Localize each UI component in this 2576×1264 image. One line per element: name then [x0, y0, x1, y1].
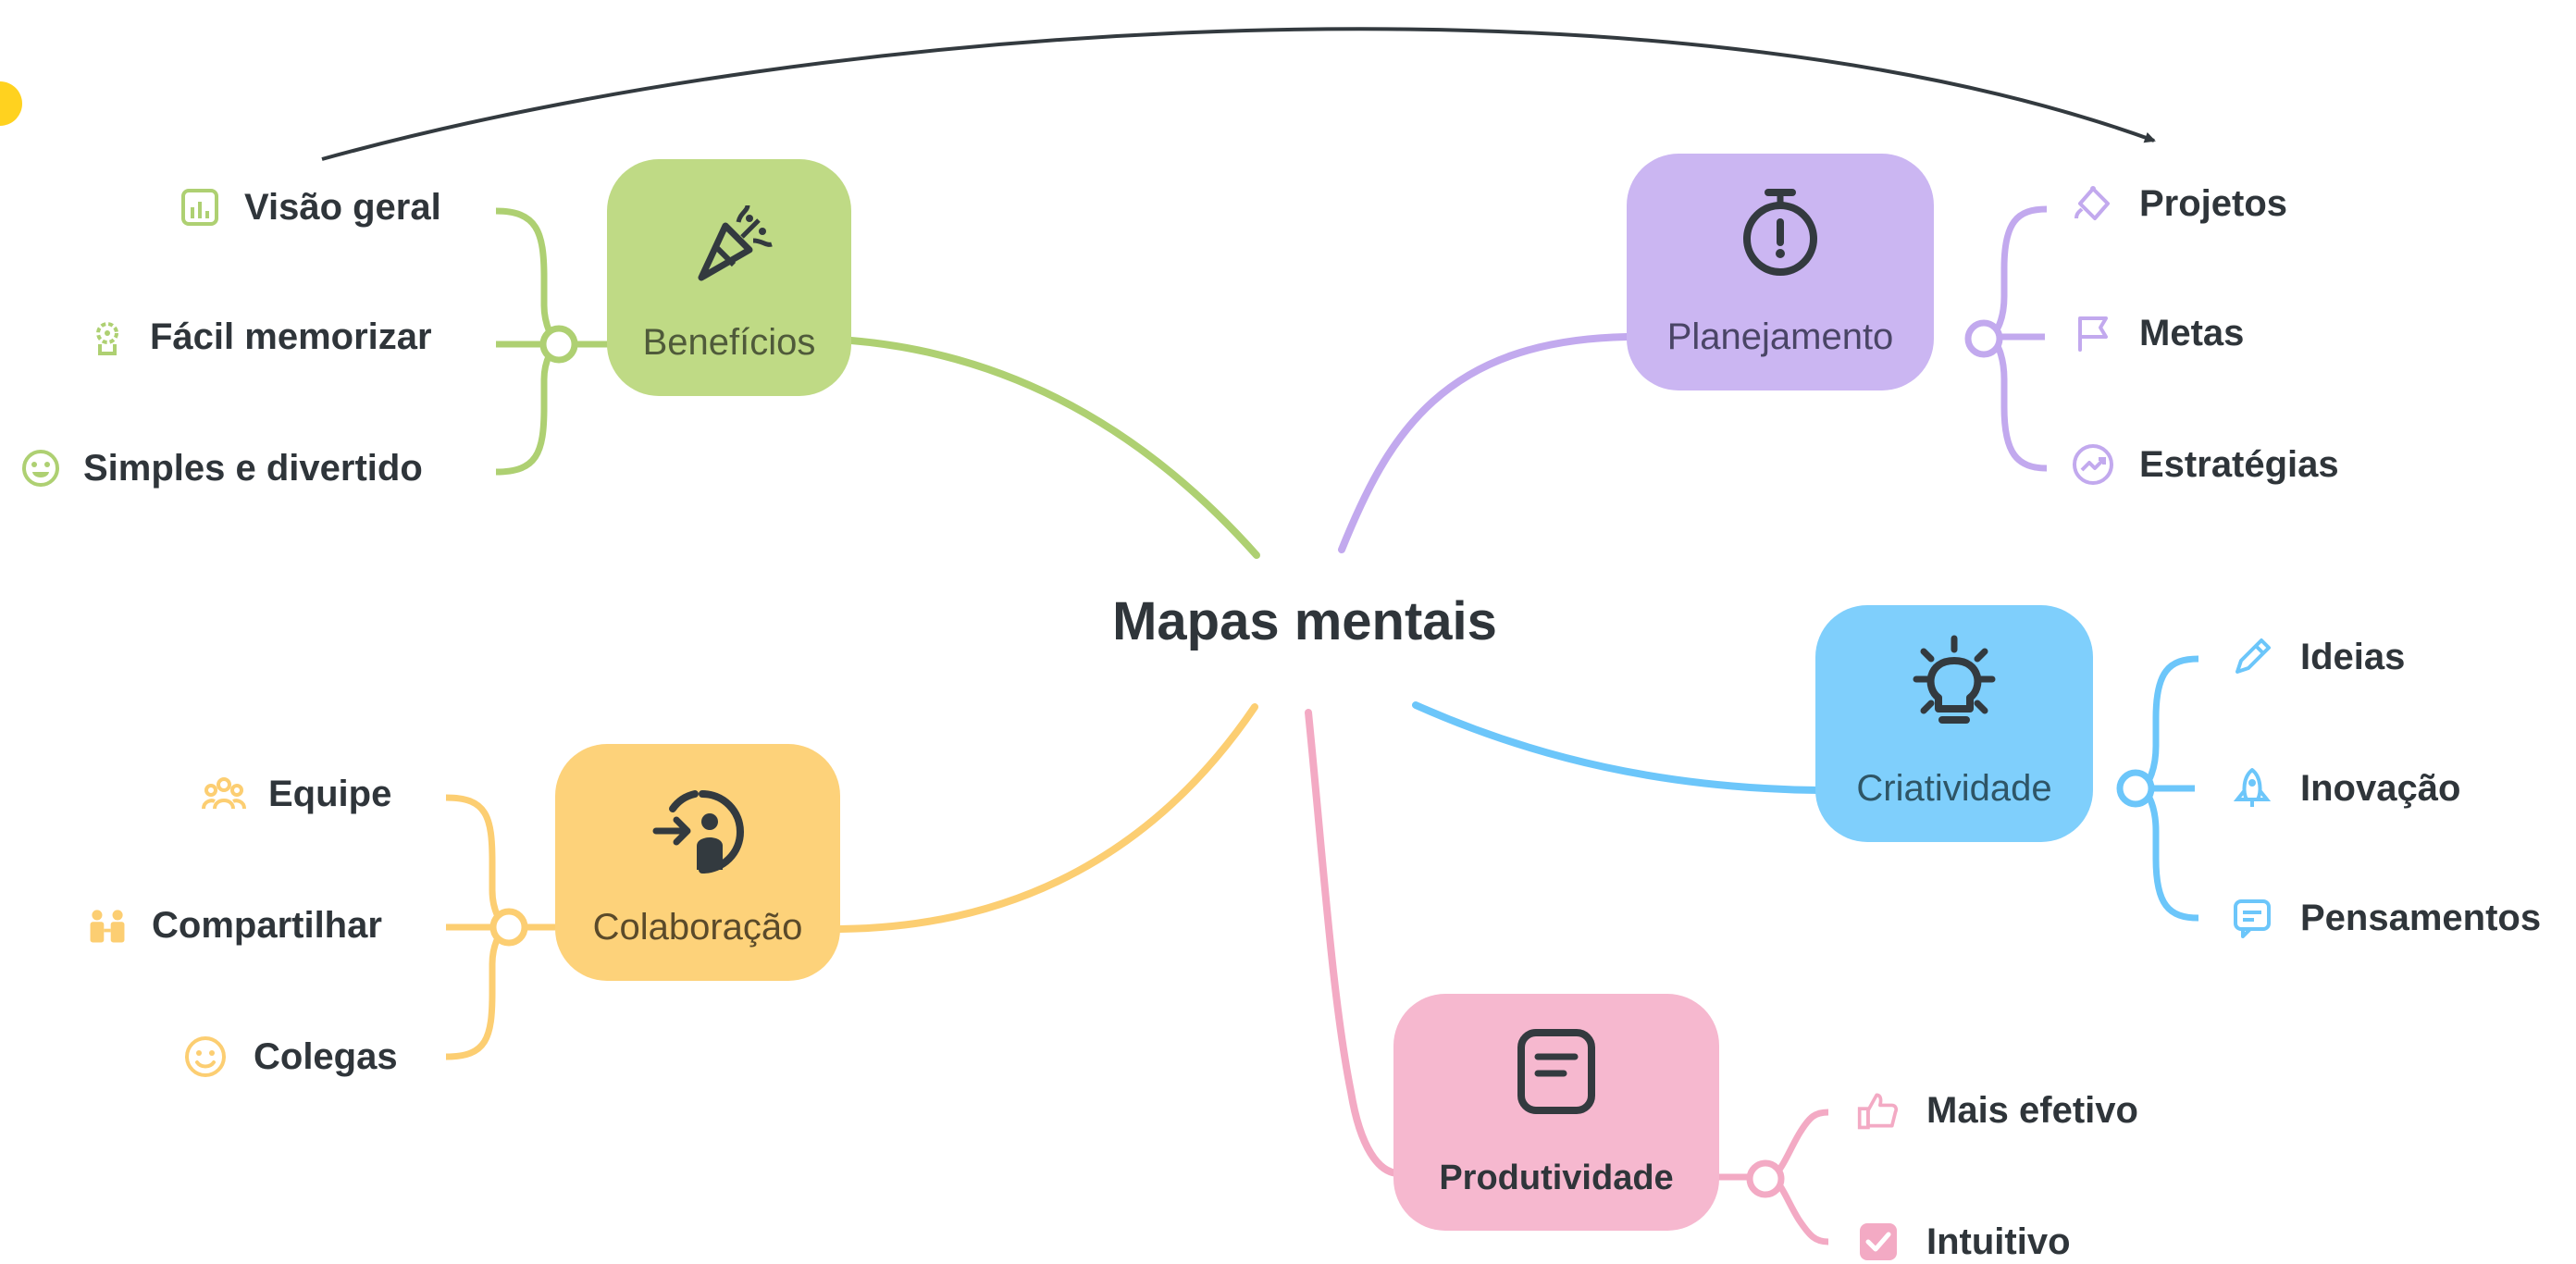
leaf-colegas[interactable]: Colegas: [183, 1035, 398, 1079]
leaf-projetos[interactable]: Projetos: [2071, 181, 2287, 226]
leaf-intuitivo[interactable]: Intuitivo: [1856, 1220, 2071, 1264]
team-icon: [202, 772, 246, 816]
leaf-visao-geral[interactable]: Visão geral: [178, 185, 441, 229]
produtividade-main-connector: [1305, 709, 1403, 1177]
leaf-label: Projetos: [2139, 182, 2288, 224]
relationship-arrow: [321, 27, 2156, 161]
leaf-label: Intuitivo: [1926, 1221, 2071, 1262]
leaf-label: Compartilhar: [152, 904, 382, 946]
criatividade-main-connector: [1412, 701, 1823, 794]
chart-icon: [178, 185, 222, 229]
leaf-label: Simples e divertido: [83, 447, 423, 489]
leaf-pensamentos[interactable]: Pensamentos: [2230, 896, 2541, 940]
leaf-label: Equipe: [268, 773, 392, 814]
leaf-label: Visão geral: [244, 186, 441, 228]
pencil-icon: [2230, 635, 2274, 679]
leaf-label: Inovação: [2300, 767, 2461, 809]
stopwatch-icon: [1627, 181, 1934, 283]
leaf-mais-efetivo[interactable]: Mais efetivo: [1856, 1088, 2138, 1133]
leaf-label: Pensamentos: [2300, 897, 2542, 938]
leaf-ideias[interactable]: Ideias: [2230, 635, 2405, 679]
leaf-label: Metas: [2139, 312, 2245, 353]
branch-planejamento[interactable]: Planejamento: [1627, 154, 1934, 390]
leaf-simples-e-divertido[interactable]: Simples e divertido: [19, 446, 423, 490]
leaf-label: Ideias: [2300, 636, 2406, 677]
colaboracao-main-connector: [836, 703, 1258, 933]
rocket-icon: [2230, 766, 2274, 811]
lightbulb-icon: [1815, 633, 2093, 735]
paint-bucket-icon: [2071, 181, 2115, 226]
criatividade-label: Criatividade: [1856, 768, 2052, 809]
branch-criatividade[interactable]: Criatividade: [1815, 605, 2093, 842]
leaf-label: Fácil memorizar: [150, 316, 432, 357]
thumbs-up-icon: [1856, 1088, 1901, 1133]
leaf-equipe[interactable]: Equipe: [202, 772, 391, 816]
trend-icon: [2071, 442, 2115, 487]
brain-gear-icon: [85, 315, 130, 359]
smile-icon: [19, 446, 63, 490]
leaf-compartilhar[interactable]: Compartilhar: [85, 903, 382, 948]
chat-icon: [2230, 896, 2274, 940]
leaf-label: Estratégias: [2139, 443, 2339, 485]
leaf-inovacao[interactable]: Inovação: [2230, 766, 2460, 811]
beneficios-main-connector: [848, 337, 1260, 559]
leaf-label: Mais efetivo: [1926, 1089, 2138, 1131]
checkbox-icon: [1856, 1220, 1901, 1264]
note-icon: [1393, 1025, 1719, 1118]
colaboracao-label: Colaboração: [592, 907, 803, 948]
planejamento-main-connector: [1338, 333, 1630, 553]
happy-face-icon: [183, 1035, 228, 1079]
party-popper-icon: [607, 200, 851, 292]
branch-beneficios[interactable]: Benefícios: [607, 159, 851, 396]
people-icon: [85, 903, 130, 948]
person-enter-icon: [555, 781, 840, 883]
branch-produtividade[interactable]: Produtividade: [1393, 994, 1719, 1231]
leaf-label: Colegas: [254, 1035, 398, 1077]
leaf-metas[interactable]: Metas: [2071, 311, 2244, 355]
flag-icon: [2071, 311, 2115, 355]
beneficios-label: Benefícios: [642, 322, 816, 363]
central-topic[interactable]: Mapas mentais: [1112, 591, 1497, 651]
produtividade-label: Produtividade: [1439, 1159, 1674, 1197]
branch-colaboracao[interactable]: Colaboração: [555, 744, 840, 981]
planejamento-label: Planejamento: [1666, 316, 1894, 357]
leaf-estrategias[interactable]: Estratégias: [2071, 442, 2339, 487]
leaf-facil-memorizar[interactable]: Fácil memorizar: [85, 315, 432, 359]
